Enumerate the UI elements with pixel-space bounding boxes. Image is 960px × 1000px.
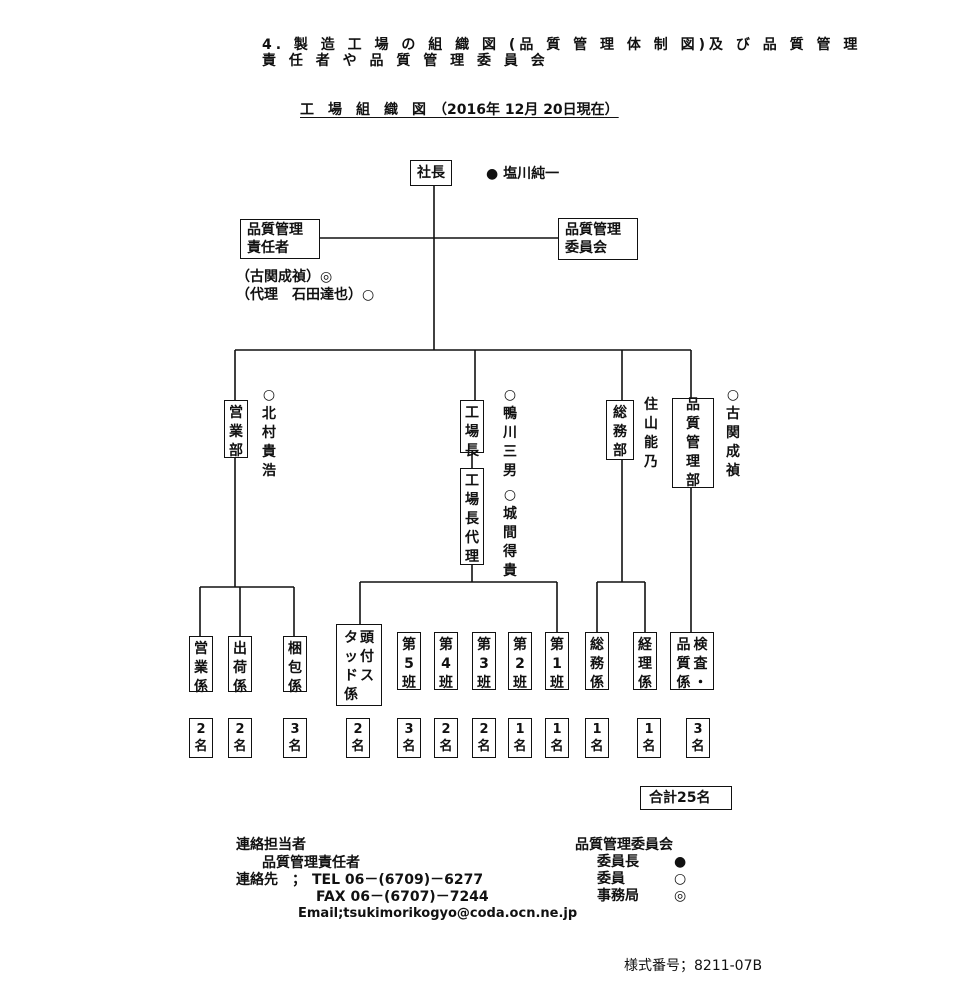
section-box: 出荷係	[228, 636, 252, 695]
president-box: 社長	[410, 160, 452, 186]
total-count: 合計25名	[649, 790, 711, 806]
plant-manager-person: ○鴨川三男	[503, 387, 517, 479]
quality-dept-box: 品質管理部	[672, 396, 714, 489]
chart-title: 工 場 組 織 図 （2016年 12月 20日現在）	[300, 102, 619, 118]
president-name: ● 塩川純一	[486, 166, 560, 182]
legend-label-chair: 委員長	[597, 854, 639, 870]
sales-dept-box: 営業部	[224, 400, 248, 459]
total-box: 合計25名	[640, 786, 732, 810]
legend-symbol-member: ○	[674, 871, 687, 887]
legend-symbol-secretariat: ◎	[674, 888, 687, 904]
qa-committee-line1: 品質管理	[565, 222, 621, 238]
general-affairs-person: 住山能乃	[644, 397, 658, 470]
contact-label: 連絡先 ；	[236, 872, 306, 888]
contact-title: 連絡担当者	[236, 837, 306, 853]
qa-committee-box: 品質管理 委員会	[558, 218, 638, 260]
section-box: 経理係	[633, 632, 657, 691]
section-box-stud: 頭付ス タッド係	[336, 624, 382, 706]
qa-manager-name: （古関成禎）◎	[236, 269, 333, 285]
contact-email[interactable]: Email;tsukimorikogyo@coda.ocn.ne.jp	[298, 906, 578, 921]
legend-symbol-chair: ●	[674, 854, 687, 870]
qa-manager-line2: 責任者	[247, 240, 289, 256]
qa-committee-line2: 委員会	[565, 240, 607, 256]
legend-label-secretariat: 事務局	[597, 888, 639, 904]
form-number: 様式番号；8211-07B	[624, 958, 763, 974]
plant-manager-box: 工場長	[460, 400, 484, 459]
sales-dept-person: ○北村貴浩	[262, 387, 276, 479]
qa-manager-line1: 品質管理	[247, 222, 303, 238]
contact-tel: TEL 06－(6709)－6277	[312, 872, 484, 888]
quality-dept-label: 品質管理部	[686, 396, 700, 489]
quality-dept-person: ○古関成禎	[726, 387, 740, 479]
section-box: 梱包係	[283, 636, 307, 695]
section-box: 総務係	[585, 632, 609, 691]
deputy-plant-manager-person: ○城間得貴	[503, 487, 517, 579]
contact-fax: FAX 06－(6707)－7244	[316, 889, 489, 905]
contact-role: 品質管理責任者	[262, 855, 360, 871]
qa-manager-box: 品質管理 責任者	[240, 219, 320, 259]
general-affairs-dept-box: 総務部	[606, 400, 634, 460]
president-label: 社長	[417, 165, 445, 181]
deputy-plant-manager-box: 工場長代理	[460, 468, 484, 565]
document-heading-line1: 4. 製 造 工 場 の 組 織 図 (品 質 管 理 体 制 図)及 び 品 …	[262, 37, 862, 53]
legend-title: 品質管理委員会	[575, 837, 673, 853]
section-box: 営業係	[189, 636, 213, 695]
qa-manager-deputy-name: （代理 石田達也）○	[236, 287, 375, 303]
legend-label-member: 委員	[597, 871, 625, 887]
document-heading-line2: 責 任 者 や 品 質 管 理 委 員 会	[262, 53, 549, 69]
section-box-inspection: 検査・ 品質係	[670, 632, 714, 691]
